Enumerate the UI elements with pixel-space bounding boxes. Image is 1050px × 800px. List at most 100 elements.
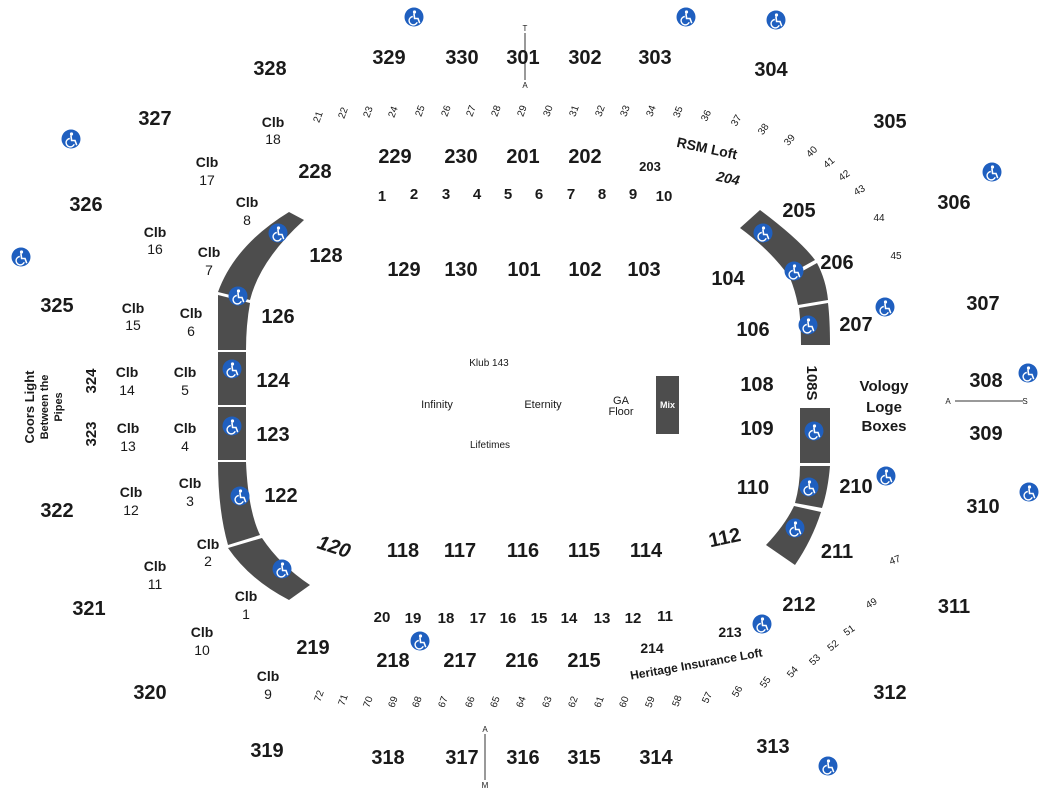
section-122[interactable]: 122 bbox=[264, 485, 297, 507]
floor-eternity[interactable]: Eternity bbox=[524, 399, 562, 411]
floor-infinity[interactable]: Infinity bbox=[421, 399, 453, 411]
suite-63[interactable]: 63 bbox=[541, 695, 555, 710]
floor-ga-line2[interactable]: Floor bbox=[608, 406, 633, 418]
suite-24[interactable]: 24 bbox=[387, 105, 401, 120]
section-217[interactable]: 217 bbox=[443, 650, 476, 672]
section-114[interactable]: 114 bbox=[630, 540, 663, 562]
suite-23[interactable]: 23 bbox=[362, 105, 376, 120]
section-310[interactable]: 310 bbox=[966, 496, 999, 518]
box-15[interactable]: 15 bbox=[531, 610, 548, 627]
box-1[interactable]: 1 bbox=[378, 188, 386, 205]
suite-27[interactable]: 27 bbox=[465, 104, 479, 119]
floor-klub-143[interactable]: Klub 143 bbox=[469, 358, 509, 369]
section-330[interactable]: 330 bbox=[445, 47, 478, 69]
section-302[interactable]: 302 bbox=[568, 47, 601, 69]
suite-68[interactable]: 68 bbox=[411, 695, 425, 710]
section-230[interactable]: 230 bbox=[444, 146, 477, 168]
box-20[interactable]: 20 bbox=[374, 609, 391, 626]
section-128[interactable]: 128 bbox=[309, 245, 342, 267]
suite-28[interactable]: 28 bbox=[490, 104, 504, 119]
suite-70[interactable]: 70 bbox=[362, 695, 376, 710]
section-204[interactable]: 204 bbox=[714, 168, 741, 189]
section-328[interactable]: 328 bbox=[253, 58, 286, 80]
section-219[interactable]: 219 bbox=[296, 637, 329, 659]
suite-26[interactable]: 26 bbox=[440, 104, 454, 119]
section-319[interactable]: 319 bbox=[250, 740, 283, 762]
suite-71[interactable]: 71 bbox=[337, 693, 351, 708]
section-308[interactable]: 308 bbox=[969, 370, 1002, 392]
section-317[interactable]: 317 bbox=[445, 747, 478, 769]
section-112[interactable]: 112 bbox=[707, 524, 743, 552]
suite-30[interactable]: 30 bbox=[542, 104, 556, 119]
box-14[interactable]: 14 bbox=[561, 610, 578, 627]
section-314[interactable]: 314 bbox=[639, 747, 673, 769]
section-324[interactable]: 324 bbox=[83, 368, 100, 394]
suite-67[interactable]: 67 bbox=[437, 695, 451, 710]
section-316[interactable]: 316 bbox=[506, 747, 539, 769]
section-103[interactable]: 103 bbox=[627, 259, 660, 281]
section-229[interactable]: 229 bbox=[378, 146, 411, 168]
section-214[interactable]: 214 bbox=[640, 640, 664, 656]
section-218[interactable]: 218 bbox=[376, 650, 409, 672]
section-303[interactable]: 303 bbox=[638, 47, 671, 69]
section-101[interactable]: 101 bbox=[507, 259, 540, 281]
box-8[interactable]: 8 bbox=[598, 186, 606, 203]
floor-lifetimes[interactable]: Lifetimes bbox=[470, 440, 510, 451]
suite-45[interactable]: 45 bbox=[890, 251, 902, 262]
section-203[interactable]: 203 bbox=[639, 159, 661, 174]
suite-41[interactable]: 41 bbox=[822, 155, 838, 171]
section-323[interactable]: 323 bbox=[83, 421, 100, 446]
suite-25[interactable]: 25 bbox=[414, 104, 428, 119]
section-123[interactable]: 123 bbox=[256, 424, 289, 446]
section-124[interactable]: 124 bbox=[256, 370, 290, 392]
suite-34[interactable]: 34 bbox=[645, 104, 659, 119]
suite-59[interactable]: 59 bbox=[644, 695, 658, 710]
section-207[interactable]: 207 bbox=[839, 314, 872, 336]
box-16[interactable]: 16 bbox=[500, 610, 517, 627]
suite-32[interactable]: 32 bbox=[594, 104, 608, 119]
box-2[interactable]: 2 bbox=[410, 186, 418, 203]
box-12[interactable]: 12 bbox=[625, 610, 642, 627]
section-320[interactable]: 320 bbox=[133, 682, 166, 704]
section-301[interactable]: 301 bbox=[506, 47, 539, 69]
section-108s[interactable]: 108S bbox=[803, 365, 820, 400]
section-126[interactable]: 126 bbox=[261, 306, 294, 328]
section-213[interactable]: 213 bbox=[718, 624, 742, 640]
box-17[interactable]: 17 bbox=[470, 610, 487, 627]
section-117[interactable]: 117 bbox=[444, 540, 476, 562]
suite-53[interactable]: 53 bbox=[807, 652, 823, 668]
suite-31[interactable]: 31 bbox=[568, 104, 582, 119]
section-129[interactable]: 129 bbox=[387, 259, 420, 281]
suite-60[interactable]: 60 bbox=[618, 695, 632, 710]
suite-22[interactable]: 22 bbox=[337, 106, 351, 121]
section-108[interactable]: 108 bbox=[740, 374, 773, 396]
section-315[interactable]: 315 bbox=[567, 747, 600, 769]
section-202[interactable]: 202 bbox=[568, 146, 601, 168]
section-313[interactable]: 313 bbox=[756, 736, 789, 758]
suite-33[interactable]: 33 bbox=[619, 104, 633, 119]
suite-69[interactable]: 69 bbox=[387, 695, 401, 710]
section-104[interactable]: 104 bbox=[711, 268, 745, 290]
rsm-loft-label[interactable]: RSM Loft bbox=[675, 134, 739, 162]
suite-47[interactable]: 47 bbox=[888, 553, 903, 567]
suite-57[interactable]: 57 bbox=[700, 690, 715, 705]
section-325[interactable]: 325 bbox=[40, 295, 73, 317]
section-321[interactable]: 321 bbox=[72, 598, 105, 620]
section-118[interactable]: 118 bbox=[387, 540, 419, 562]
section-312[interactable]: 312 bbox=[873, 682, 906, 704]
section-109[interactable]: 109 bbox=[740, 418, 773, 440]
suite-64[interactable]: 64 bbox=[515, 695, 529, 710]
suite-66[interactable]: 66 bbox=[464, 695, 478, 710]
box-6[interactable]: 6 bbox=[535, 186, 543, 203]
section-307[interactable]: 307 bbox=[966, 293, 999, 315]
